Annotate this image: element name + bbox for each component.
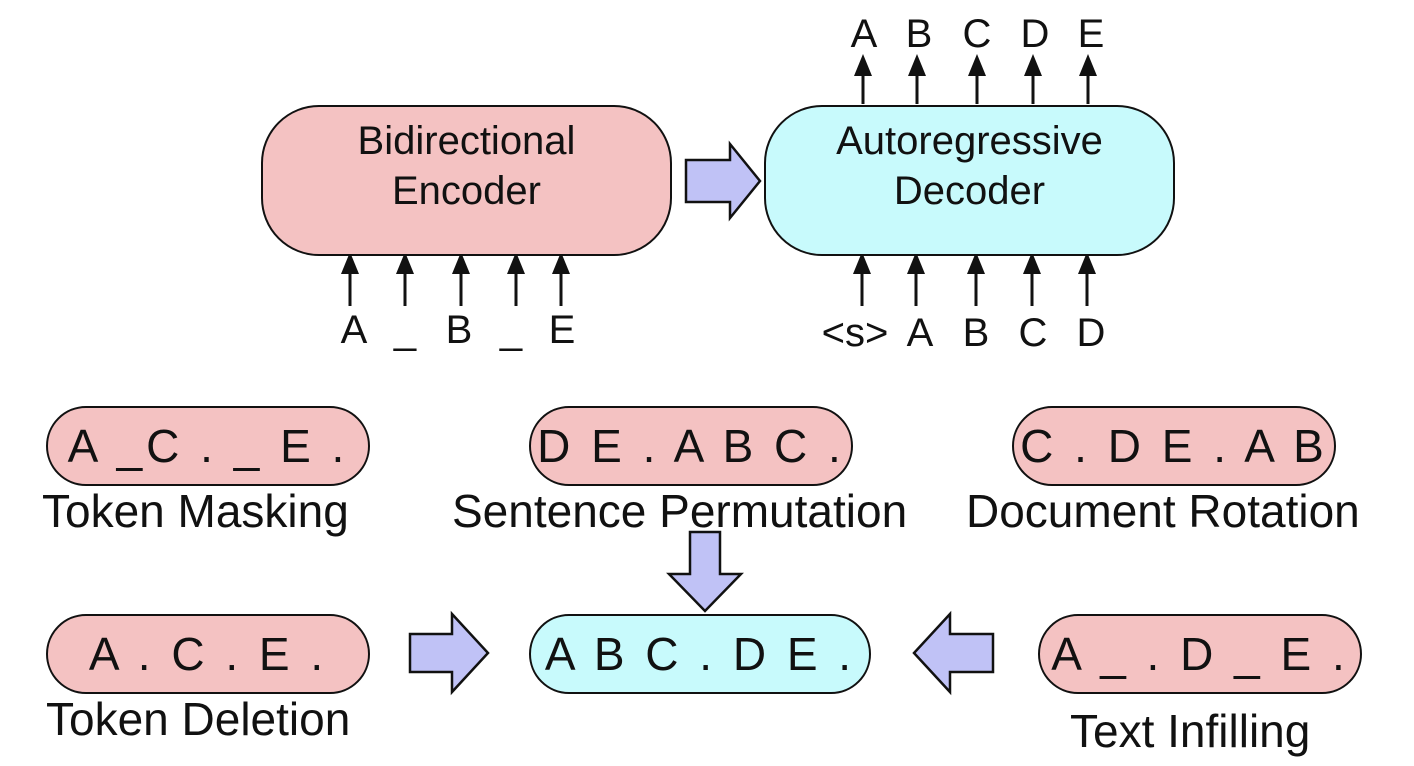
sentence-permutation-label: Sentence Permutation xyxy=(452,485,908,537)
decoder-input-arrows xyxy=(853,252,1096,306)
document-rotation-sequence: C . D E . A B xyxy=(1020,420,1328,472)
token-deletion-label: Token Deletion xyxy=(46,693,351,745)
token-deletion-pill: A . C . E . xyxy=(46,614,370,694)
permutation-down-block-arrow xyxy=(666,530,744,613)
decoder-output-arrows xyxy=(854,54,1097,104)
encoder-title-line2: Encoder xyxy=(392,168,541,213)
token-masking-pill: A _C . _ E . xyxy=(46,406,370,486)
decoder-output-token: D xyxy=(1020,12,1050,56)
text-infilling-label: Text Infilling xyxy=(1070,705,1311,757)
decoder-input-arrow xyxy=(853,252,871,306)
decoder-input-arrow xyxy=(907,252,925,306)
sentence-permutation-pill: D E . A B C . xyxy=(529,406,853,486)
token-masking-sequence: A _C . _ E . xyxy=(67,420,349,472)
decoder-title-line2: Decoder xyxy=(893,168,1046,213)
encoder-input-arrow xyxy=(341,252,359,306)
decoder-output-arrow xyxy=(968,54,986,104)
token-masking-label: Token Masking xyxy=(42,485,349,537)
decoder-output-token: A xyxy=(850,12,878,56)
decoder-input-token: A xyxy=(906,311,934,355)
encoder-input-token: _ xyxy=(499,308,523,352)
decoder-output-arrow xyxy=(908,54,926,104)
autoregressive-decoder-box: Autoregressive Decoder xyxy=(764,105,1175,256)
text-infilling-pill: A _ . D _ E . xyxy=(1038,614,1362,694)
decoder-output-token: C xyxy=(962,12,992,56)
original-sequence: A B C . D E . xyxy=(544,628,856,680)
decoder-input-token: D xyxy=(1076,311,1106,355)
encoder-input-arrow xyxy=(396,252,414,306)
token-deletion-sequence: A . C . E . xyxy=(88,628,328,680)
decoder-output-arrow xyxy=(1024,54,1042,104)
encoder-input-arrow xyxy=(507,252,525,306)
decoder-input-token: C xyxy=(1018,311,1048,355)
text-infilling-sequence: A _ . D _ E . xyxy=(1051,628,1349,680)
decoder-output-arrow xyxy=(854,54,872,104)
deletion-right-block-arrow xyxy=(408,610,490,696)
decoder-output-token: B xyxy=(905,12,933,56)
decoder-input-arrow xyxy=(1023,252,1041,306)
encoder-input-token: E xyxy=(548,308,576,352)
encoder-input-arrow xyxy=(552,252,570,306)
encoder-to-decoder-block-arrow xyxy=(684,140,762,222)
encoder-input-arrow xyxy=(452,252,470,306)
decoder-output-arrow xyxy=(1079,54,1097,104)
encoder-input-arrows xyxy=(341,252,570,306)
encoder-title-line1: Bidirectional xyxy=(357,118,576,163)
document-rotation-pill: C . D E . A B xyxy=(1012,406,1336,486)
encoder-input-token: B xyxy=(445,308,473,352)
decoder-title-line1: Autoregressive xyxy=(836,118,1103,163)
original-sequence-pill: A B C . D E . xyxy=(529,614,871,694)
bidirectional-encoder-box: Bidirectional Encoder xyxy=(261,105,672,256)
encoder-input-token: _ xyxy=(393,308,417,352)
infilling-left-block-arrow xyxy=(912,610,995,696)
sentence-permutation-sequence: D E . A B C . xyxy=(537,420,845,472)
decoder-output-token: E xyxy=(1077,12,1105,56)
encoder-input-token: A xyxy=(340,308,368,352)
decoder-input-arrow xyxy=(1078,252,1096,306)
document-rotation-label: Document Rotation xyxy=(966,485,1360,537)
decoder-input-token: <s> xyxy=(821,311,889,355)
decoder-input-token: B xyxy=(962,311,990,355)
decoder-input-arrow xyxy=(967,252,985,306)
